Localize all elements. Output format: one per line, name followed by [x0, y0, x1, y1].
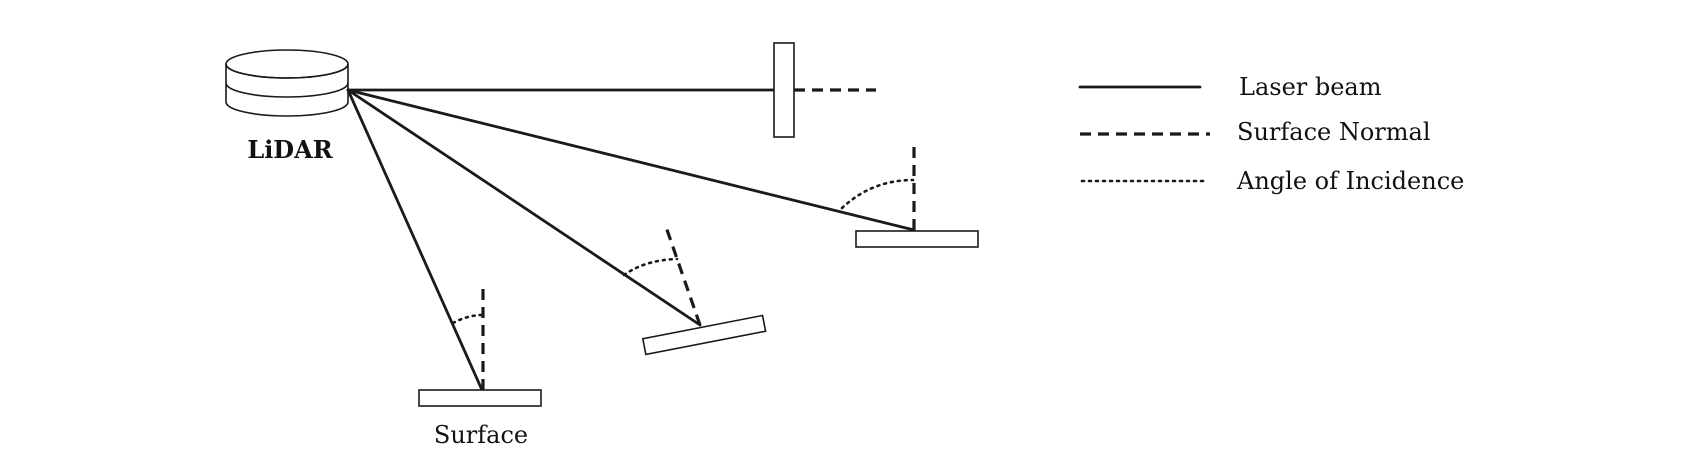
- lidar-mid-band: [225, 82, 349, 98]
- surface-plate-right: [855, 230, 979, 248]
- surface-label: Surface: [434, 421, 528, 449]
- incidence-arc-tilted: [622, 257, 679, 277]
- surface-plate-bottom: [418, 389, 542, 407]
- legend-angle-of-incidence-label: Angle of Incidence: [1236, 167, 1464, 195]
- legend-surface-normal-label: Surface Normal: [1237, 118, 1431, 146]
- lidar-label: LiDAR: [247, 135, 333, 164]
- laser-beam-diagonal: [346, 88, 702, 327]
- legend: Laser beam Surface Normal Angle of Incid…: [1078, 73, 1464, 195]
- laser-beam-shallow: [346, 88, 916, 232]
- surface-plate-vertical: [773, 42, 795, 138]
- lidar-sensor: [225, 49, 349, 117]
- incidence-arc-right: [840, 178, 915, 210]
- lidar-top-curve: [225, 63, 349, 79]
- legend-laser-beam-label: Laser beam: [1239, 73, 1382, 101]
- incidence-arc-bottom: [451, 313, 485, 325]
- surface-plate-tilted: [641, 314, 767, 356]
- laser-beam-steep: [346, 88, 484, 392]
- surface-normal-tilted: [663, 223, 702, 326]
- lidar-body: [225, 64, 349, 117]
